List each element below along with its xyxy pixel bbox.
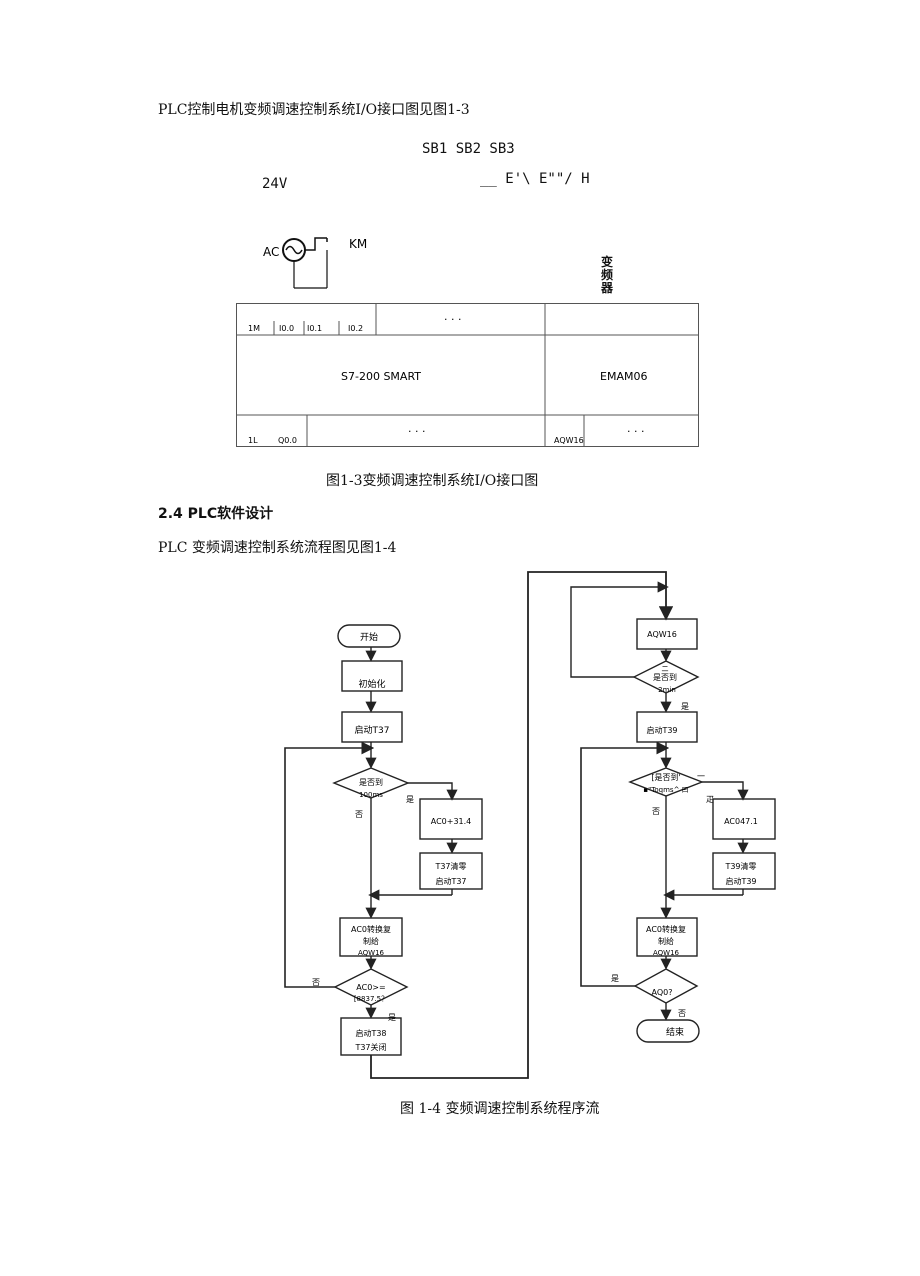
no-label-2: 否 (312, 978, 320, 987)
t39-clear-box (712, 852, 776, 890)
svg-text:AC0转换复: AC0转换复 (351, 924, 391, 934)
start-t37-label: 启动T37 (355, 724, 390, 736)
svg-text:启动T38: 启动T38 (355, 1028, 386, 1038)
init-label: 初始化 (358, 678, 385, 690)
svg-text:100ms: 100ms (359, 791, 383, 799)
vfd-label: 变 频 器 (601, 255, 614, 295)
ac-label: AC (263, 245, 279, 259)
terminal-i0-1: I0.1 (307, 324, 322, 333)
terminal-i0-2: I0.2 (348, 324, 363, 333)
yes-label-r1: 是 (681, 702, 689, 711)
convert-box-right (636, 917, 698, 957)
ac-sub-box (712, 798, 776, 840)
bottom-ellipsis: · · · (408, 425, 425, 438)
figure-1-3-caption: 图1-3变频调速控制系统I/O接口图 (326, 473, 539, 489)
svg-text:AC0转换复: AC0转换复 (646, 924, 686, 934)
init-box (341, 660, 403, 692)
ac-source-diagram: AC KM (263, 237, 367, 289)
loop-back-right (580, 741, 670, 987)
terminal-1l: 1L (248, 436, 258, 445)
svg-text:AQ0?: AQ0? (652, 988, 673, 997)
svg-text:制给: 制给 (658, 936, 674, 946)
voltage-label: 24V (262, 176, 288, 192)
flow-left: 开始 初始化 启动T37 是否到 100ms 是 否 AC0+31.4 T37清… (284, 624, 483, 1056)
top-ellipsis: · · · (444, 313, 461, 326)
no-label-r3: 否 (678, 1009, 686, 1018)
ac-sub-label: AC047.1 (724, 817, 758, 826)
svg-text:AQW16: AQW16 (358, 949, 385, 957)
svg-text:T37关闭: T37关闭 (354, 1042, 386, 1052)
start-t39-label: 启动T39 (646, 725, 677, 735)
start-t38-box (340, 1017, 402, 1056)
yes-label-r3: 是 (611, 974, 619, 983)
svg-text:二: 二 (662, 665, 669, 673)
svg-text:是否到: 是否到 (359, 778, 383, 787)
svg-text:[8837.5？: [8837.5？ (354, 995, 388, 1003)
intro-io-paragraph: PLC控制电机变频调速控制系统I/O接口图见图1-3 (158, 102, 470, 118)
intro-flow-paragraph: PLC 变频调速控制系统流程图见图1-4 (158, 540, 397, 556)
terminal-q0-0: Q0.0 (278, 436, 297, 445)
aqw16-label: AQW16 (647, 630, 677, 639)
km-label: KM (349, 237, 367, 251)
connector-left-to-right (370, 571, 674, 1079)
garbled-wiring-line: __ E'\ E""/ H (480, 171, 590, 187)
decision-aq0 (633, 968, 699, 1004)
terminal-aqw16: AQW16 (554, 436, 584, 445)
loop-back-top-right (570, 581, 669, 678)
section-heading: 2.4 PLC软件设计 (158, 506, 274, 522)
end-terminal (636, 1019, 700, 1043)
io-interface-table: 1M I0.0 I0.1 I0.2 · · · S7-200 SMART EMA… (236, 303, 699, 447)
t37-clear-box (419, 852, 483, 890)
dash-mark: 一 (697, 772, 705, 781)
svg-text:[是否到': [是否到' (651, 773, 680, 782)
module-label: EMAM06 (600, 370, 647, 383)
switch-labels: SB1 SB2 SB3 (422, 141, 515, 157)
svg-text:是否到: 是否到 (653, 673, 677, 682)
svg-text:制给: 制给 (363, 936, 379, 946)
svg-text:启动T39: 启动T39 (725, 876, 756, 886)
yes-label-1: 是 (406, 795, 414, 804)
sine-wave-icon (285, 245, 303, 255)
ac-add-box (419, 798, 483, 840)
svg-text:2min: 2min (658, 686, 676, 694)
start-terminal (337, 624, 401, 648)
loop-back-left (284, 741, 375, 988)
km-contact-symbol (305, 237, 327, 251)
start-label: 开始 (360, 631, 378, 643)
end-label: 结束 (666, 1026, 684, 1038)
svg-text:T37清零: T37清零 (434, 861, 466, 871)
svg-text:▪"Toqms^ 曰: ▪"Toqms^ 曰 (643, 786, 688, 794)
plc-model-label: S7-200 SMART (341, 370, 421, 383)
figure-1-4-caption: 图 1-4 变频调速控制系统程序流 (400, 1101, 600, 1117)
no-label-1: 否 (355, 810, 363, 819)
svg-text:AQW16: AQW16 (653, 949, 680, 957)
terminal-i0-0: I0.0 (279, 324, 294, 333)
svg-text:启动T37: 启动T37 (435, 876, 466, 886)
terminal-1m: 1M (248, 324, 260, 333)
ac-add-label: AC0+31.4 (431, 817, 472, 826)
flow-right: AQW16 是否到 二 2min 是 启动T39 [是否到' ▪"Toqms^ … (570, 581, 776, 1043)
svg-text:T39清零: T39清零 (724, 861, 756, 871)
no-label-r2: 否 (652, 807, 660, 816)
yes-label-r2: 疋 (706, 795, 714, 804)
svg-text:AC0>=: AC0>= (356, 983, 385, 992)
module-ellipsis: · · · (627, 425, 644, 438)
aqw16-box (636, 618, 698, 650)
